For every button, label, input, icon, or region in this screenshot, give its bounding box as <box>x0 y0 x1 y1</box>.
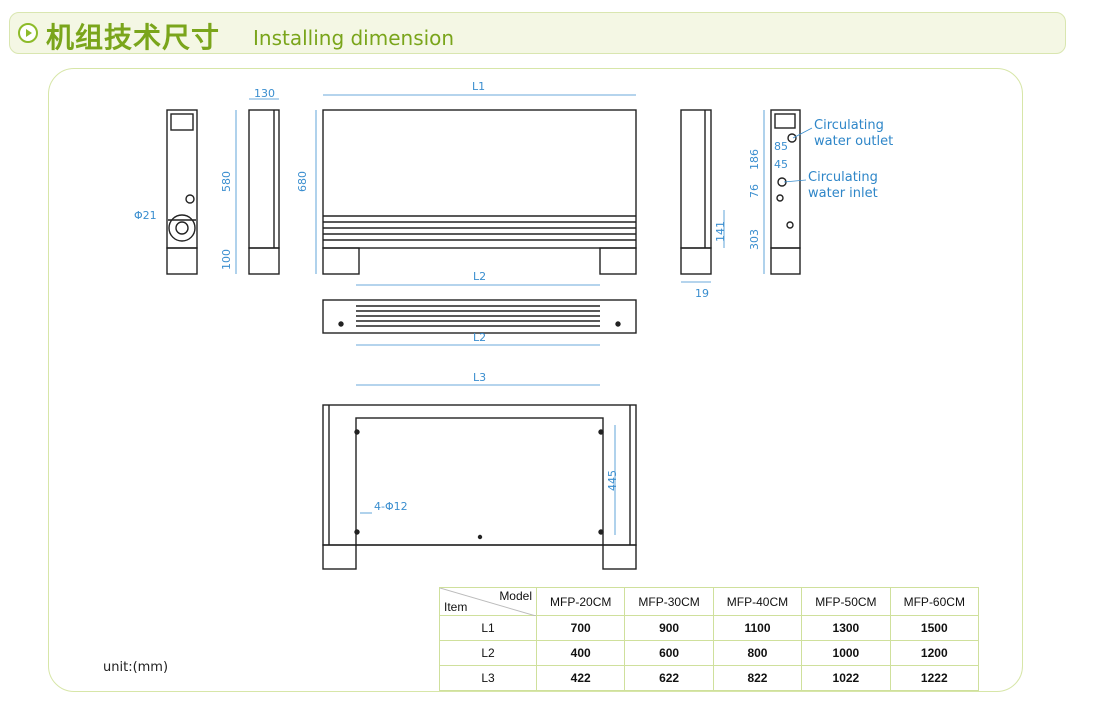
table-cell: 600 <box>624 640 714 666</box>
table-header-row: Model Item MFP-20CM MFP-30CM MFP-40CM MF… <box>439 587 980 616</box>
table-cell: 1100 <box>712 615 803 641</box>
dim-L2-front: L2 <box>473 270 486 283</box>
dim-130: 130 <box>254 87 275 100</box>
dim-186: 186 <box>748 149 761 170</box>
dim-141: 141 <box>714 221 727 242</box>
table-cell: 622 <box>624 665 714 691</box>
table-cell: 1000 <box>801 640 891 666</box>
table-cell: 700 <box>535 615 626 641</box>
dim-L3: L3 <box>473 371 486 384</box>
table-cell: 1500 <box>889 615 980 641</box>
table-row: L2 400 600 800 1000 1200 <box>439 640 980 666</box>
dim-phi21: Φ21 <box>134 209 157 222</box>
table-cell: 1200 <box>889 640 980 666</box>
table-row: L3 422 622 822 1022 1222 <box>439 665 980 691</box>
section-title-en: Installing dimension <box>253 26 455 50</box>
diagonal-divider <box>440 588 536 616</box>
unit-label: unit:(mm) <box>103 660 169 675</box>
model-column-header: MFP-20CM <box>535 587 626 616</box>
dim-45: 45 <box>774 158 788 171</box>
table-cell: 1300 <box>801 615 891 641</box>
table-cell: 400 <box>535 640 626 666</box>
model-header: Model <box>499 589 532 603</box>
dim-holes: 4-Φ12 <box>374 500 408 513</box>
dimension-lines <box>235 94 813 535</box>
model-column-header: MFP-40CM <box>712 587 803 616</box>
play-arrow-icon <box>18 23 38 43</box>
dim-L1: L1 <box>472 80 485 93</box>
table-corner-cell: Model Item <box>439 587 537 616</box>
table-cell: 822 <box>712 665 803 691</box>
annotation-inlet-line1: Circulating <box>808 170 878 185</box>
dim-580: 580 <box>220 171 233 192</box>
side-view-right <box>680 109 712 275</box>
dim-303: 303 <box>748 229 761 250</box>
model-column-header: MFP-50CM <box>801 587 891 616</box>
dim-L2-top: L2 <box>473 331 486 344</box>
piping-side-view <box>770 109 801 275</box>
table-cell: 800 <box>712 640 803 666</box>
annotation-outlet-line2: water outlet <box>814 134 893 149</box>
table-cell: 1022 <box>801 665 891 691</box>
row-item-label: L3 <box>439 665 537 691</box>
row-item-label: L2 <box>439 640 537 666</box>
dim-76: 76 <box>748 184 761 198</box>
dim-100: 100 <box>220 249 233 270</box>
dimension-table: Model Item MFP-20CM MFP-30CM MFP-40CM MF… <box>439 587 980 691</box>
back-view <box>322 404 637 570</box>
model-column-header: MFP-30CM <box>624 587 714 616</box>
side-view-2 <box>248 109 280 275</box>
annotation-outlet-line1: Circulating <box>814 118 884 133</box>
section-title-cn: 机组技术尺寸 <box>46 21 221 54</box>
table-cell: 422 <box>535 665 626 691</box>
item-header: Item <box>444 600 468 614</box>
front-view <box>322 109 637 275</box>
dim-680: 680 <box>296 171 309 192</box>
section-header: 机组技术尺寸 Installing dimension <box>9 12 1066 54</box>
dim-445: 445 <box>606 470 619 491</box>
annotation-inlet-line2: water inlet <box>808 186 878 201</box>
side-view-left <box>166 109 198 275</box>
top-view <box>322 299 637 334</box>
dim-19: 19 <box>695 287 709 300</box>
row-item-label: L1 <box>439 615 537 641</box>
dim-85: 85 <box>774 140 788 153</box>
model-column-header: MFP-60CM <box>889 587 980 616</box>
table-cell: 1222 <box>889 665 980 691</box>
table-row: L1 700 900 1100 1300 1500 <box>439 615 980 641</box>
table-cell: 900 <box>624 615 714 641</box>
